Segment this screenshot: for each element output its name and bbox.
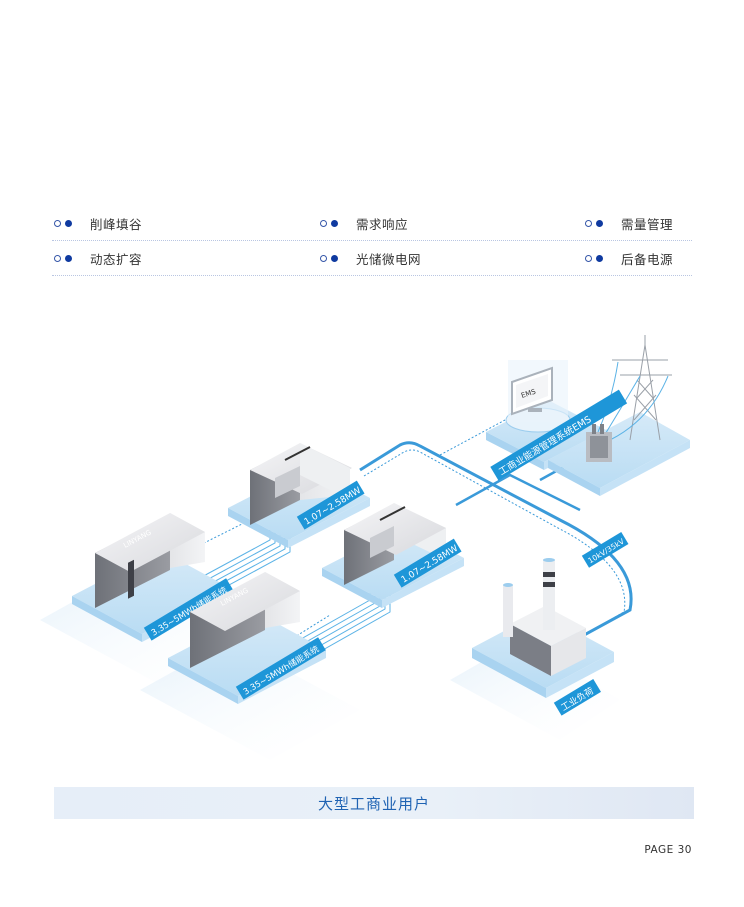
- feature-item: 需量管理: [585, 214, 673, 233]
- feature-label: 动态扩容: [90, 252, 143, 267]
- feature-item: 后备电源: [585, 249, 673, 268]
- feature-item: 动态扩容: [54, 249, 142, 268]
- feature-item: 需求响应: [320, 214, 408, 233]
- ems-link: [439, 419, 506, 456]
- bullet-dots-icon: [320, 220, 356, 227]
- page-number: PAGE 30: [644, 844, 692, 856]
- bullet-dots-icon: [54, 220, 90, 227]
- feature-list: 削峰填谷 需求响应 需量管理 动态扩容 光储微电网 后备电源: [52, 206, 692, 276]
- transformer-icon: [586, 424, 612, 462]
- feature-row: 动态扩容 光储微电网 后备电源: [52, 241, 692, 276]
- bullet-dots-icon: [54, 255, 90, 262]
- banner-title: 大型工商业用户: [317, 794, 430, 813]
- feature-label: 后备电源: [621, 252, 674, 267]
- feature-label: 光储微电网: [356, 252, 422, 267]
- feature-item: 光储微电网: [320, 249, 421, 268]
- section-banner: 大型工商业用户: [54, 787, 694, 819]
- bullet-dots-icon: [585, 255, 621, 262]
- storage-unit-bottom: LINYANG: [168, 572, 326, 704]
- bullet-dots-icon: [585, 220, 621, 227]
- feature-label: 需量管理: [621, 217, 674, 232]
- bullet-dots-icon: [320, 255, 356, 262]
- pcs-unit-bottom: [322, 503, 464, 608]
- transmission-tower-icon: [612, 335, 672, 441]
- grid-station: [548, 335, 690, 496]
- energy-system-illustration: EMS 工商业能源管理系统EMS: [40, 335, 690, 760]
- main-bus-line: [359, 441, 633, 642]
- data-link: [199, 519, 251, 546]
- feature-row: 削峰填谷 需求响应 需量管理: [52, 206, 692, 241]
- transformer-line: [455, 473, 581, 512]
- feature-label: 削峰填谷: [90, 217, 143, 232]
- feature-item: 削峰填谷: [54, 214, 142, 233]
- feature-label: 需求响应: [356, 217, 409, 232]
- main-bus-dotted: [363, 449, 626, 643]
- factory-icon: [472, 558, 614, 698]
- pcs-unit-top: [228, 443, 370, 548]
